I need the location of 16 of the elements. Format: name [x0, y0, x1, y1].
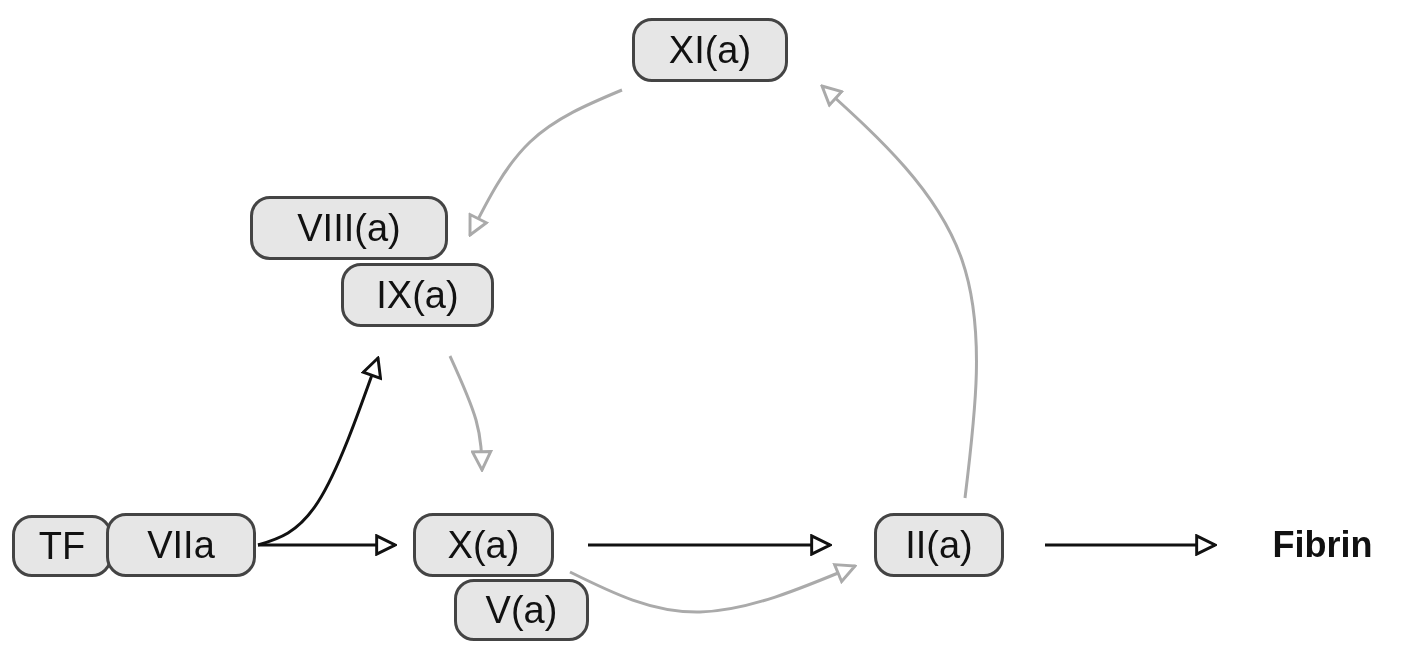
arrow [257, 356, 382, 547]
arrow [1045, 534, 1217, 556]
product-label: Fibrin [1272, 524, 1373, 566]
factor-pill: VIIa [106, 513, 256, 577]
arrow [820, 84, 978, 499]
factor-pill: IX(a) [341, 263, 494, 327]
arrow [588, 534, 832, 556]
arrow [448, 355, 493, 472]
factor-pill: II(a) [874, 513, 1004, 577]
arrow [468, 88, 623, 237]
factor-pill: VIII(a) [250, 196, 448, 260]
factor-pill: X(a) [413, 513, 554, 577]
arrow [258, 534, 397, 556]
factor-pill: XI(a) [632, 18, 788, 82]
arrow [569, 563, 857, 614]
factor-pill: V(a) [454, 579, 589, 641]
